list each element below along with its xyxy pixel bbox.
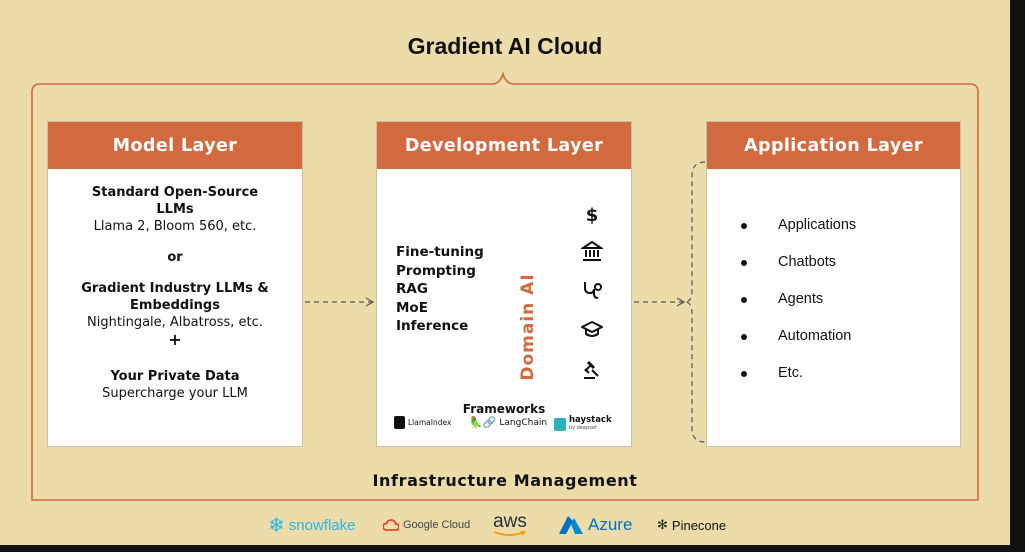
dev-item-inference: Inference bbox=[396, 318, 469, 334]
frameworks-label: Frameworks bbox=[462, 402, 546, 416]
standard-llm-title-1: Standard Open-Source bbox=[91, 185, 259, 200]
gradient-llm-title-2: Embeddings bbox=[130, 298, 220, 313]
model-layer-card: Model Layer Standard Open-Source LLMs Ll… bbox=[47, 121, 303, 447]
bullet-icon bbox=[741, 334, 747, 340]
pinecone-logo: ✻ Pinecone bbox=[657, 517, 727, 533]
snowflake-icon: ❄ bbox=[268, 513, 285, 537]
azure-icon bbox=[559, 516, 583, 534]
standard-llm-examples: Llama 2, Bloom 560, etc. bbox=[93, 219, 257, 234]
google-cloud-logo: Google Cloud bbox=[383, 510, 470, 540]
development-items: Fine-tuning Prompting RAG MoE Inference bbox=[396, 243, 484, 336]
dev-item-moe: MoE bbox=[396, 299, 428, 316]
partner-logos: ❄ snowflake Google Cloud aws Azure ✻ Pin… bbox=[0, 510, 1010, 540]
azure-logo: Azure bbox=[558, 510, 632, 540]
development-layer-card: Development Layer Fine-tuning Prompting … bbox=[376, 121, 632, 447]
aws-logo: aws bbox=[493, 510, 527, 540]
domain-ai-label: Domain AI bbox=[518, 273, 538, 381]
bullet-icon bbox=[741, 223, 747, 229]
bullet-icon bbox=[741, 297, 747, 303]
llamaindex-icon bbox=[394, 416, 405, 429]
bullet-icon bbox=[741, 371, 747, 377]
parrot-link-icon: 🦜🔗 bbox=[469, 416, 497, 429]
langchain-logo: 🦜🔗 LangChain bbox=[469, 416, 548, 429]
dev-item-prompting: Prompting bbox=[396, 262, 476, 279]
bullet-icon bbox=[741, 260, 747, 266]
private-data-subtitle: Supercharge your LLM bbox=[102, 386, 248, 401]
private-data-title: Your Private Data bbox=[110, 369, 240, 384]
stethoscope-icon bbox=[577, 278, 607, 302]
model-layer-header: Model Layer bbox=[48, 122, 302, 169]
development-layer-header: Development Layer bbox=[377, 122, 631, 169]
pinecone-icon: ✻ bbox=[657, 517, 668, 533]
application-layer-header: Application Layer bbox=[707, 122, 960, 169]
outer-bracket-frame bbox=[31, 71, 979, 501]
standard-llm-title-2: LLMs bbox=[156, 202, 194, 217]
snowflake-logo: ❄ snowflake bbox=[268, 513, 356, 537]
plus-label: + bbox=[168, 330, 182, 349]
model-layer-body: Standard Open-Source LLMs Llama 2, Bloom… bbox=[48, 184, 302, 402]
gradient-llm-title-1: Gradient Industry LLMs & bbox=[81, 281, 269, 296]
bottom-edge-strip bbox=[0, 545, 1025, 552]
infrastructure-management-label: Infrastructure Management bbox=[372, 471, 638, 490]
dev-item-rag: RAG bbox=[396, 281, 428, 297]
aws-smile-icon bbox=[493, 531, 527, 536]
bank-icon bbox=[577, 239, 607, 263]
gradient-llm-examples: Nightingale, Albatross, etc. bbox=[87, 315, 263, 330]
graduation-cap-icon bbox=[577, 318, 607, 342]
gavel-icon bbox=[577, 357, 607, 381]
haystack-icon bbox=[554, 417, 566, 431]
frameworks-logos: LlamaIndex 🦜🔗 LangChain haystack by deep… bbox=[391, 416, 621, 438]
dev-item-fine-tuning: Fine-tuning bbox=[396, 244, 484, 260]
llamaindex-logo: LlamaIndex bbox=[394, 416, 451, 429]
right-edge-strip bbox=[1010, 0, 1025, 552]
haystack-logo: haystack by deepset bbox=[554, 416, 612, 432]
google-cloud-icon bbox=[383, 519, 399, 531]
or-label: or bbox=[167, 250, 183, 265]
dollar-icon: $ bbox=[577, 202, 607, 226]
application-layer-card: Application Layer Applications Chatbots … bbox=[706, 121, 961, 447]
svg-text:$: $ bbox=[586, 205, 599, 225]
diagram-title: Gradient AI Cloud bbox=[407, 33, 603, 59]
application-brace bbox=[684, 161, 706, 443]
